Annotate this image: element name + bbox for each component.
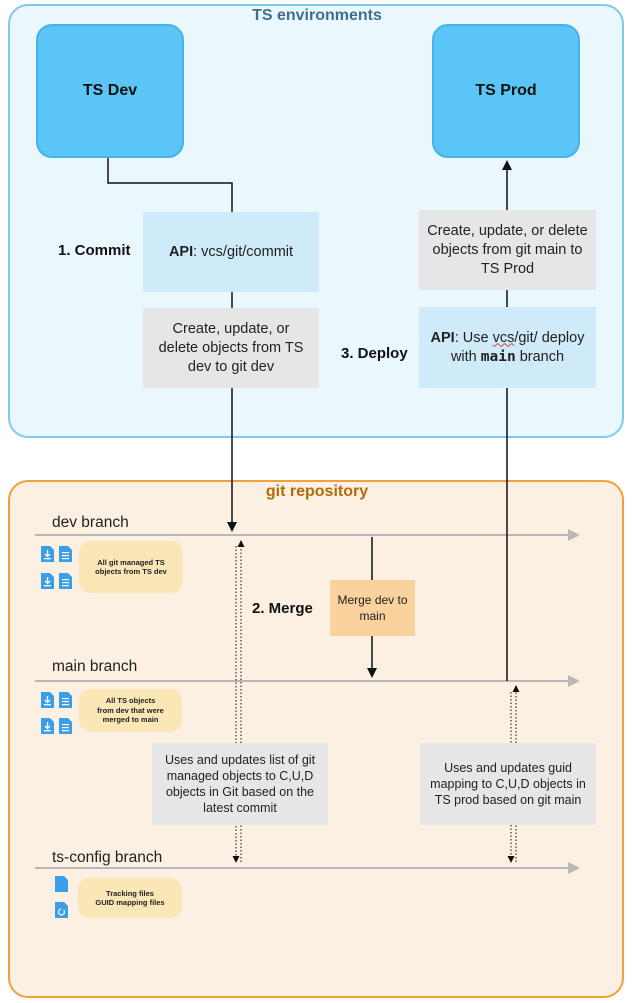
commit-connector: [107, 158, 233, 212]
ts-config-branch-note: Tracking files GUID mapping files: [78, 878, 182, 918]
document-icon: [59, 718, 72, 734]
main-note-line-2: from dev that were: [97, 705, 164, 715]
git-repository-title: git repository: [265, 483, 369, 500]
commit-description-box: Create, update, or delete objects from T…: [143, 308, 319, 388]
step-commit-label: 1. Commit: [58, 242, 131, 259]
ts-environments-title: TS environments: [252, 7, 382, 24]
ts-config-branch-label: ts-config branch: [52, 849, 163, 866]
ts-config-note-line-1: Tracking files: [106, 888, 154, 898]
dev-mapping-box: Uses and updates list of git managed obj…: [152, 743, 328, 825]
deploy-api-prefix: API: [430, 329, 455, 346]
file-download-icon: [41, 718, 54, 734]
deploy-description-box: Create, update, or delete objects from g…: [419, 210, 596, 290]
commit-api-box: API: vcs/git/commit: [143, 212, 319, 292]
merge-box: Merge dev to main: [330, 580, 415, 636]
main-note-line-3: merged to main: [102, 715, 159, 725]
dev-branch-note: All git managed TS objects from TS dev: [79, 541, 183, 593]
document-icon: [59, 546, 72, 562]
ts-dev-label: TS Dev: [82, 82, 138, 99]
dev-mapping-text: Uses and updates list of git managed obj…: [164, 753, 316, 815]
prod-mapping-box: Uses and updates guid mapping to C,U,D o…: [420, 743, 596, 825]
document-icon: [59, 573, 72, 589]
file-download-icon: [41, 546, 54, 562]
dev-note-line-2: objects from TS dev: [95, 567, 167, 576]
ts-dev-box: TS Dev: [36, 24, 184, 158]
commit-api-prefix: API: [168, 243, 194, 260]
dev-branch-label: dev branch: [52, 514, 129, 531]
main-branch-label: main branch: [52, 658, 138, 675]
step-merge-label: 2. Merge: [252, 600, 313, 617]
deploy-api-code: main: [480, 348, 516, 365]
file-download-icon: [41, 573, 54, 589]
deploy-api-text-1: : Use: [454, 329, 493, 346]
deploy-api-box: API: Use vcs/git/ deploy with main branc…: [419, 307, 596, 388]
deploy-description: Create, update, or delete objects from g…: [427, 222, 588, 277]
ts-prod-label: TS Prod: [475, 82, 537, 99]
dev-note-line-1: All git managed TS: [97, 557, 165, 567]
commit-api-text: : vcs/git/commit: [193, 243, 294, 260]
main-note-line-1: All TS objects: [105, 696, 156, 706]
deploy-api-squiggle: vcs: [492, 329, 515, 346]
document-icon: [59, 692, 72, 708]
file-refresh-icon: [55, 902, 68, 918]
commit-description: Create, update, or delete objects from T…: [158, 320, 304, 375]
ts-prod-box: TS Prod: [432, 24, 580, 158]
step-deploy-label: 3. Deploy: [341, 345, 408, 362]
main-branch-note: All TS objects from dev that were merged…: [79, 689, 182, 732]
file-icon: [55, 876, 68, 892]
deploy-api-text-3: branch: [515, 348, 565, 365]
deploy-api-text-2: /git/ deploy with: [450, 329, 585, 365]
prod-mapping-text: Uses and updates guid mapping to C,U,D o…: [430, 761, 586, 807]
file-download-icon: [41, 692, 54, 708]
ts-config-note-line-2: GUID mapping files: [95, 898, 165, 907]
merge-box-text: Merge dev to main: [337, 593, 408, 623]
